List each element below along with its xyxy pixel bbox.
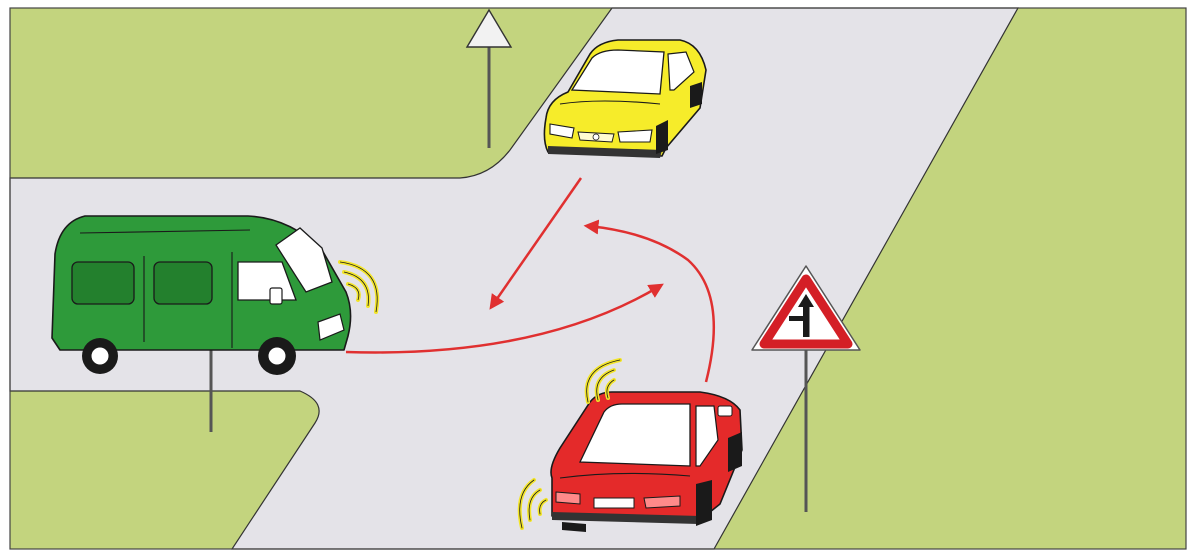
red-car-path-arrow — [583, 219, 716, 383]
van-path-arrow — [345, 283, 664, 354]
red-car-front-signal-icon — [584, 358, 622, 404]
main-road — [9, 7, 1020, 550]
junction-with-minor-road-warning-sign — [751, 265, 861, 512]
red-car-rear-signal-icon — [517, 478, 548, 530]
red-car — [550, 391, 743, 532]
green-van — [51, 215, 352, 375]
frame — [9, 7, 1187, 550]
yellow-car — [543, 39, 707, 158]
yellow-car-path-arrow — [489, 177, 583, 310]
give-way-sign — [465, 8, 513, 148]
